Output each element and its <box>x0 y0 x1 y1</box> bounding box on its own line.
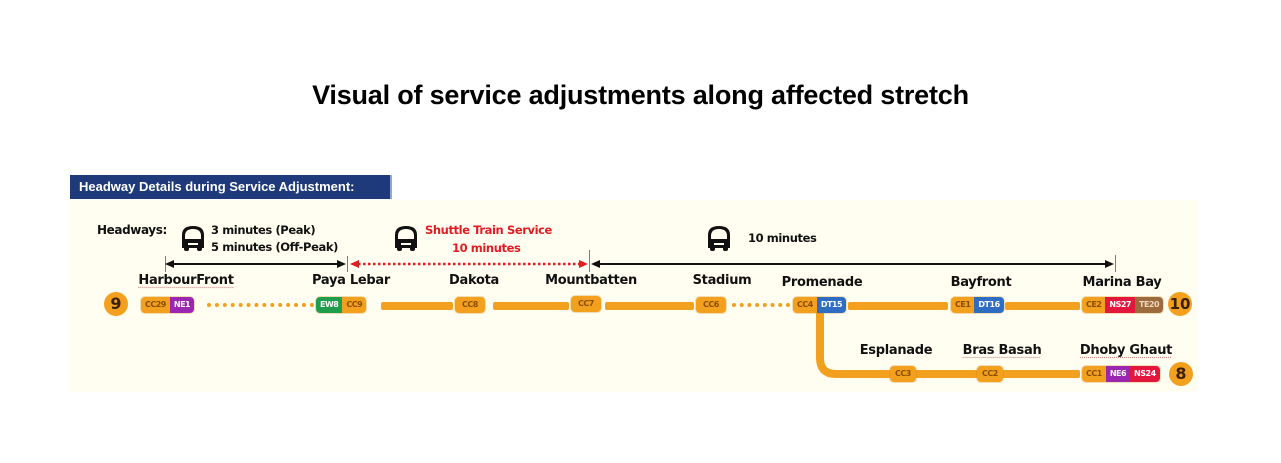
code-ew: EW8 <box>316 297 343 313</box>
track-segment <box>1000 370 1080 378</box>
code-cc: CC1 <box>1082 366 1106 382</box>
code-te: TE20 <box>1135 297 1164 313</box>
code-cc: CC8 <box>455 297 485 313</box>
track-segment <box>381 302 453 310</box>
headway-arrows <box>165 260 1114 268</box>
code-cc: CC9 <box>342 297 367 313</box>
segment-tick <box>1115 255 1116 272</box>
code-ne: NE6 <box>1105 366 1131 382</box>
track-suspended-segment <box>732 303 790 307</box>
station-name-harbourfront: HarbourFront <box>138 273 234 288</box>
station-code-badge: CC29 NE1 <box>141 297 195 313</box>
station-name-dakota: Dakota <box>449 273 499 288</box>
segment-3-headway-text: 10 minutes <box>748 231 817 245</box>
page-title: Visual of service adjustments along affe… <box>312 80 969 110</box>
train-icon <box>708 226 730 251</box>
station-name-esplanade: Esplanade <box>859 343 933 358</box>
marker-right-bottom: 8 <box>1169 362 1193 386</box>
station-code-badge: CC6 <box>696 297 726 313</box>
station-name-mountbatten: Mountbatten <box>545 273 637 288</box>
code-ns: NS24 <box>1130 366 1160 382</box>
track-suspended-segment <box>207 303 314 307</box>
code-cc: CC3 <box>890 366 916 382</box>
station-code-badge: CC2 <box>977 366 1003 382</box>
code-cc: CC4 <box>793 297 817 313</box>
segment-1-peak-text: 3 minutes (Peak) <box>211 223 316 237</box>
panel-header: Headway Details during Service Adjustmen… <box>70 175 392 199</box>
segment-tick <box>589 250 590 272</box>
headways-label: Headways: <box>97 223 167 237</box>
track-segment <box>1005 302 1080 310</box>
station-name-promenade: Promenade <box>781 275 863 290</box>
station-name-dhoby-ghaut: Dhoby Ghaut <box>1079 343 1173 358</box>
code-cc: CC7 <box>571 296 601 312</box>
station-name-stadium: Stadium <box>692 273 752 288</box>
shuttle-service-text: Shuttle Train Service <box>425 223 552 237</box>
station-code-badge: CC3 <box>890 366 916 382</box>
track-segment <box>914 370 978 378</box>
station-code-badge: CC4 DT15 <box>793 297 847 313</box>
marker-left: 9 <box>104 292 128 316</box>
train-icon <box>395 226 417 251</box>
train-icon <box>182 226 204 251</box>
diagram-panel <box>70 200 1198 392</box>
code-ce: CE1 <box>951 297 975 313</box>
code-cc: CC29 <box>141 297 170 313</box>
station-code-badge: CC8 <box>455 297 485 313</box>
code-cc: CC6 <box>696 297 726 313</box>
segment-tick <box>347 256 348 272</box>
station-name-bras-basah: Bras Basah <box>962 343 1042 358</box>
station-name-paya-lebar: Paya Lebar <box>312 273 390 288</box>
track-segment <box>848 302 948 310</box>
code-dt: DT15 <box>816 297 847 313</box>
station-code-badge: CC1 NE6 NS24 <box>1082 366 1160 382</box>
station-code-badge: CE1 DT16 <box>951 297 1004 313</box>
segment-1-offpeak-text: 5 minutes (Off-Peak) <box>211 240 338 254</box>
station-code-badge: CC7 <box>571 296 601 312</box>
station-name-marina-bay: Marina Bay <box>1082 275 1162 290</box>
code-dt: DT16 <box>974 297 1004 313</box>
shuttle-headway-text: 10 minutes <box>452 241 521 255</box>
station-code-badge: CE2 NS27 TE20 <box>1082 297 1164 313</box>
station-name-bayfront: Bayfront <box>950 275 1012 290</box>
track-branch-curve <box>816 312 892 378</box>
track-segment <box>605 302 694 310</box>
code-ce: CE2 <box>1082 297 1106 313</box>
code-ns: NS27 <box>1105 297 1135 313</box>
code-ne: NE1 <box>169 297 195 313</box>
code-cc: CC2 <box>977 366 1003 382</box>
marker-right-top: 10 <box>1168 292 1192 316</box>
track-segment <box>493 302 569 310</box>
station-code-badge: EW8 CC9 <box>316 297 367 313</box>
